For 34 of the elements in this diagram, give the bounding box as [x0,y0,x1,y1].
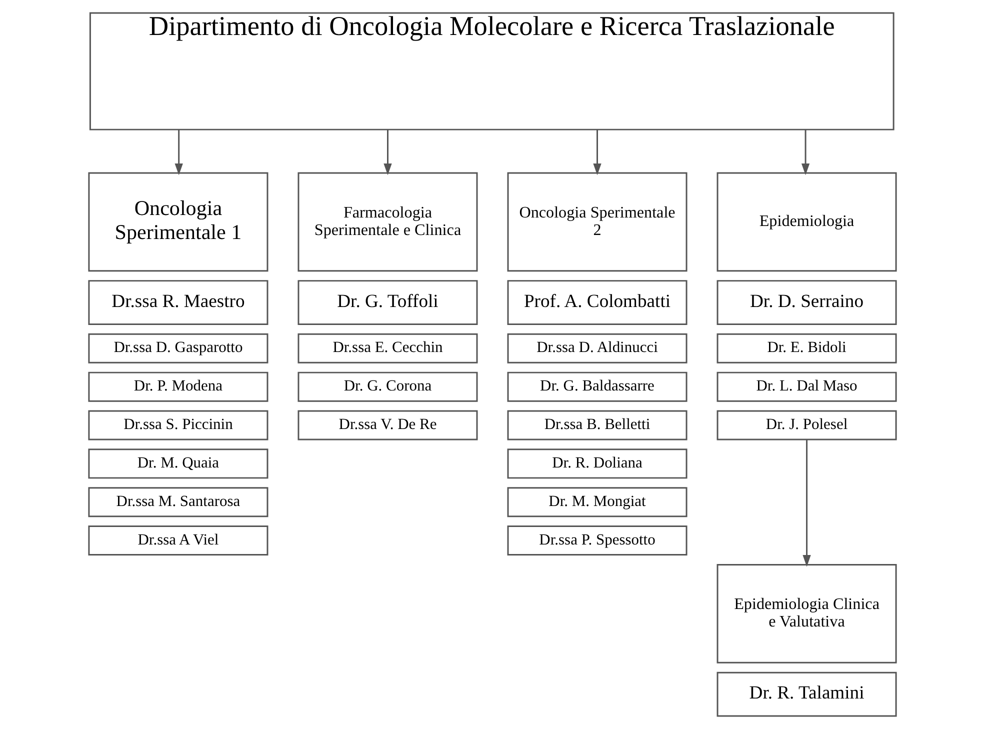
node-box: Dr. M. Mongiat [506,487,687,518]
arrow [802,440,810,567]
node-box: Prof. A. Colombatti [506,280,687,325]
node-box: Dr.ssa M. Santarosa [88,487,268,518]
node-box: Epidemiologia Clinica e Valutativa [716,564,896,664]
node-box: Dr.ssa A Viel [88,526,268,556]
node-box: Dr.ssa P. Spessotto [506,526,687,556]
node-box: Dr.ssa E. Cecchin [297,333,478,364]
arrow [383,130,392,176]
node-box: Oncologia Sperimentale 1 [88,172,268,272]
node-box: Dr. G. Baldassarre [506,372,687,402]
node-box: Epidemiologia [716,172,896,272]
node-box: Dr. D. Serraino [716,280,896,325]
node-box: Dr. M. Quaia [88,448,268,479]
node-box: Dr.ssa D. Gasparotto [88,333,268,364]
node-box: Dr. G. Toffoli [297,280,478,325]
node-box: Dr. R. Talamini [716,672,896,717]
node-box: Dr. R. Doliana [506,448,687,479]
arrow [592,130,601,176]
node-box: Dr. P. Modena [88,372,268,402]
node-box: Dr.ssa D. Aldinucci [506,333,687,364]
node-box: Dr. E. Bidoli [716,333,896,364]
arrow [174,130,182,176]
node-box: Dr. J. Polesel [716,410,896,440]
node-box: Dr.ssa S. Piccinin [88,410,268,440]
node-box: Dr.ssa R. Maestro [88,280,268,325]
node-box: Dr. G. Corona [297,372,478,402]
node-box: Farmacologia Sperimentale e Clinica [297,172,478,272]
node-box: Dr. L. Dal Maso [716,372,896,402]
node-box: Dr.ssa B. Belletti [506,410,687,440]
node-box: Oncologia Sperimentale 2 [506,172,687,272]
arrow [800,130,810,176]
node-box: Dr.ssa V. De Re [297,410,478,440]
node-box: Dipartimento di Oncologia Molecolare e Ricerca Traslazionale [88,12,894,130]
